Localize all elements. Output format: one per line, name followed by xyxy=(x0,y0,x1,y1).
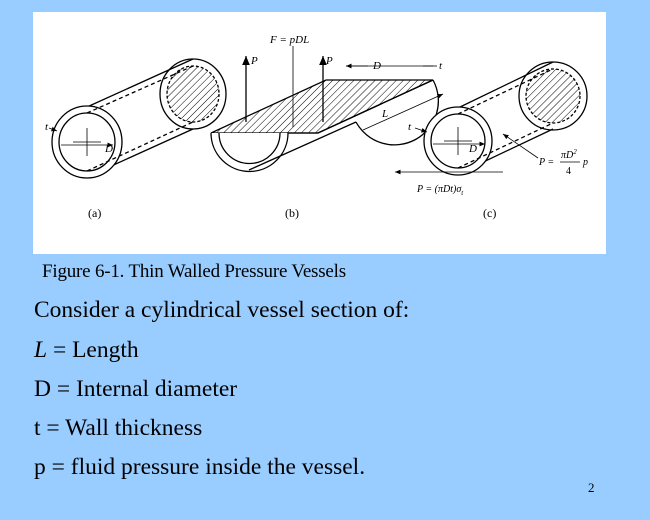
thickness-label-c: t xyxy=(408,121,412,133)
force-label: F = pDL xyxy=(269,34,309,46)
diameter-label-b: D xyxy=(372,60,381,72)
half-cylinder-b xyxy=(210,46,444,173)
p-label-left: P xyxy=(250,55,258,67)
cylinder-c xyxy=(395,61,588,176)
page-number: 2 xyxy=(588,480,595,495)
diameter-definition: D = Internal diameter xyxy=(34,376,238,402)
length-label: L xyxy=(381,108,388,120)
figure-panel: t D (a) F = pDL P P D t L (b) xyxy=(33,12,606,254)
axial-force-denominator: 4 xyxy=(566,166,571,177)
length-variable: L xyxy=(34,337,48,363)
panel-label-a: (a) xyxy=(88,206,101,220)
thickness-definition: t = Wall thickness xyxy=(34,415,203,441)
p-label-right: P xyxy=(325,55,333,67)
thickness-label-b: t xyxy=(439,60,443,72)
diameter-label-c: D xyxy=(468,143,477,155)
hoop-force-label: P = (πDt)σt xyxy=(416,184,464,197)
length-definition: L = Length xyxy=(34,337,139,364)
diameter-label-a: D xyxy=(104,143,113,155)
cylinder-a xyxy=(48,58,227,179)
axial-force-numerator: πD2 xyxy=(561,148,577,161)
length-text: = Length xyxy=(47,337,139,363)
axial-force-p: p xyxy=(582,157,588,168)
panel-label-b: (b) xyxy=(285,206,299,220)
pressure-definition: p = fluid pressure inside the vessel. xyxy=(34,454,366,480)
axial-force-label: P = xyxy=(538,157,554,168)
pressure-vessel-figure: t D (a) F = pDL P P D t L (b) xyxy=(45,34,588,220)
thickness-label-a: t xyxy=(45,121,49,133)
panel-label-c: (c) xyxy=(483,206,496,220)
intro-line: Consider a cylindrical vessel section of… xyxy=(34,297,410,323)
figure-caption: Figure 6-1. Thin Walled Pressure Vessels xyxy=(42,261,346,282)
